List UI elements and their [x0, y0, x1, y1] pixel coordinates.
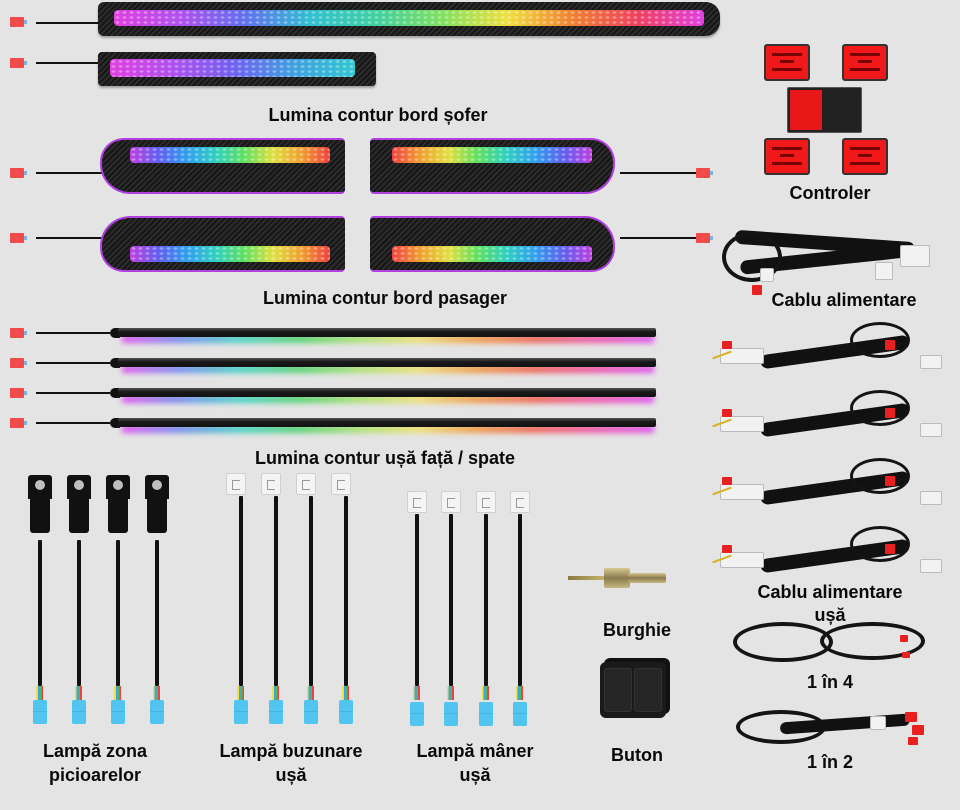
wire — [36, 237, 102, 239]
button-label: Buton — [611, 745, 663, 765]
passenger-dash-piece-bottom-left — [100, 216, 345, 272]
driver-dash-label: Lumina contur bord șofer — [268, 105, 488, 125]
door-strip-label: Lumina contur ușă față / spate — [254, 448, 516, 468]
door-power-cable-label-line1: Cablu alimentare — [757, 582, 903, 602]
passenger-dash-piece-top-right — [370, 138, 615, 194]
wire — [620, 237, 696, 239]
controller-module — [764, 44, 810, 81]
red-connector-icon — [10, 17, 27, 27]
switch-button-icon — [600, 662, 666, 718]
drill-label: Burghie — [602, 620, 671, 640]
drill-head — [604, 568, 630, 588]
rgb-mesh — [110, 59, 355, 77]
door-pocket-lamp-label-line1: Lampă buzunare — [219, 741, 363, 761]
passenger-dash-label: Lumina contur bord pasager — [262, 288, 508, 308]
splitter-1-in-4-label: 1 în 4 — [806, 672, 854, 692]
footwell-lamp-label-line2: picioarelor — [48, 765, 142, 785]
driver-dash-short-bar — [98, 52, 376, 86]
controller-module — [842, 44, 888, 81]
wire — [36, 62, 100, 64]
wire — [36, 172, 102, 174]
door-handle-lamp-label-line1: Lampă mâner — [416, 741, 534, 761]
drill-shank — [628, 573, 666, 583]
red-connector-icon — [696, 233, 713, 243]
footwell-lamp-label-line1: Lampă zona — [42, 741, 148, 761]
controller-module — [764, 138, 810, 175]
red-connector-icon — [10, 233, 27, 243]
wire — [620, 172, 696, 174]
driver-dash-long-bar — [98, 2, 720, 36]
power-cable-label: Cablu alimentare — [771, 290, 917, 310]
door-handle-lamp-label-line2: ușă — [459, 765, 491, 785]
red-connector-icon — [696, 168, 713, 178]
wire — [36, 22, 100, 24]
passenger-dash-piece-top-left — [100, 138, 345, 194]
rgb-mesh — [114, 10, 704, 26]
controller-module — [842, 138, 888, 175]
red-connector-icon — [10, 168, 27, 178]
controller-main-unit — [787, 87, 862, 133]
red-connector-icon — [10, 58, 27, 68]
rgb-mesh — [392, 147, 592, 163]
door-power-cable-label-line2: ușă — [814, 605, 846, 625]
controller-label: Controler — [789, 183, 871, 203]
rgb-mesh — [130, 246, 330, 262]
drill-bit-icon — [568, 576, 608, 580]
rgb-mesh — [130, 147, 330, 163]
splitter-1-in-2-label: 1 în 2 — [806, 752, 854, 772]
door-pocket-lamp-label-line2: ușă — [275, 765, 307, 785]
passenger-dash-piece-bottom-right — [370, 216, 615, 272]
rgb-mesh — [392, 246, 592, 262]
